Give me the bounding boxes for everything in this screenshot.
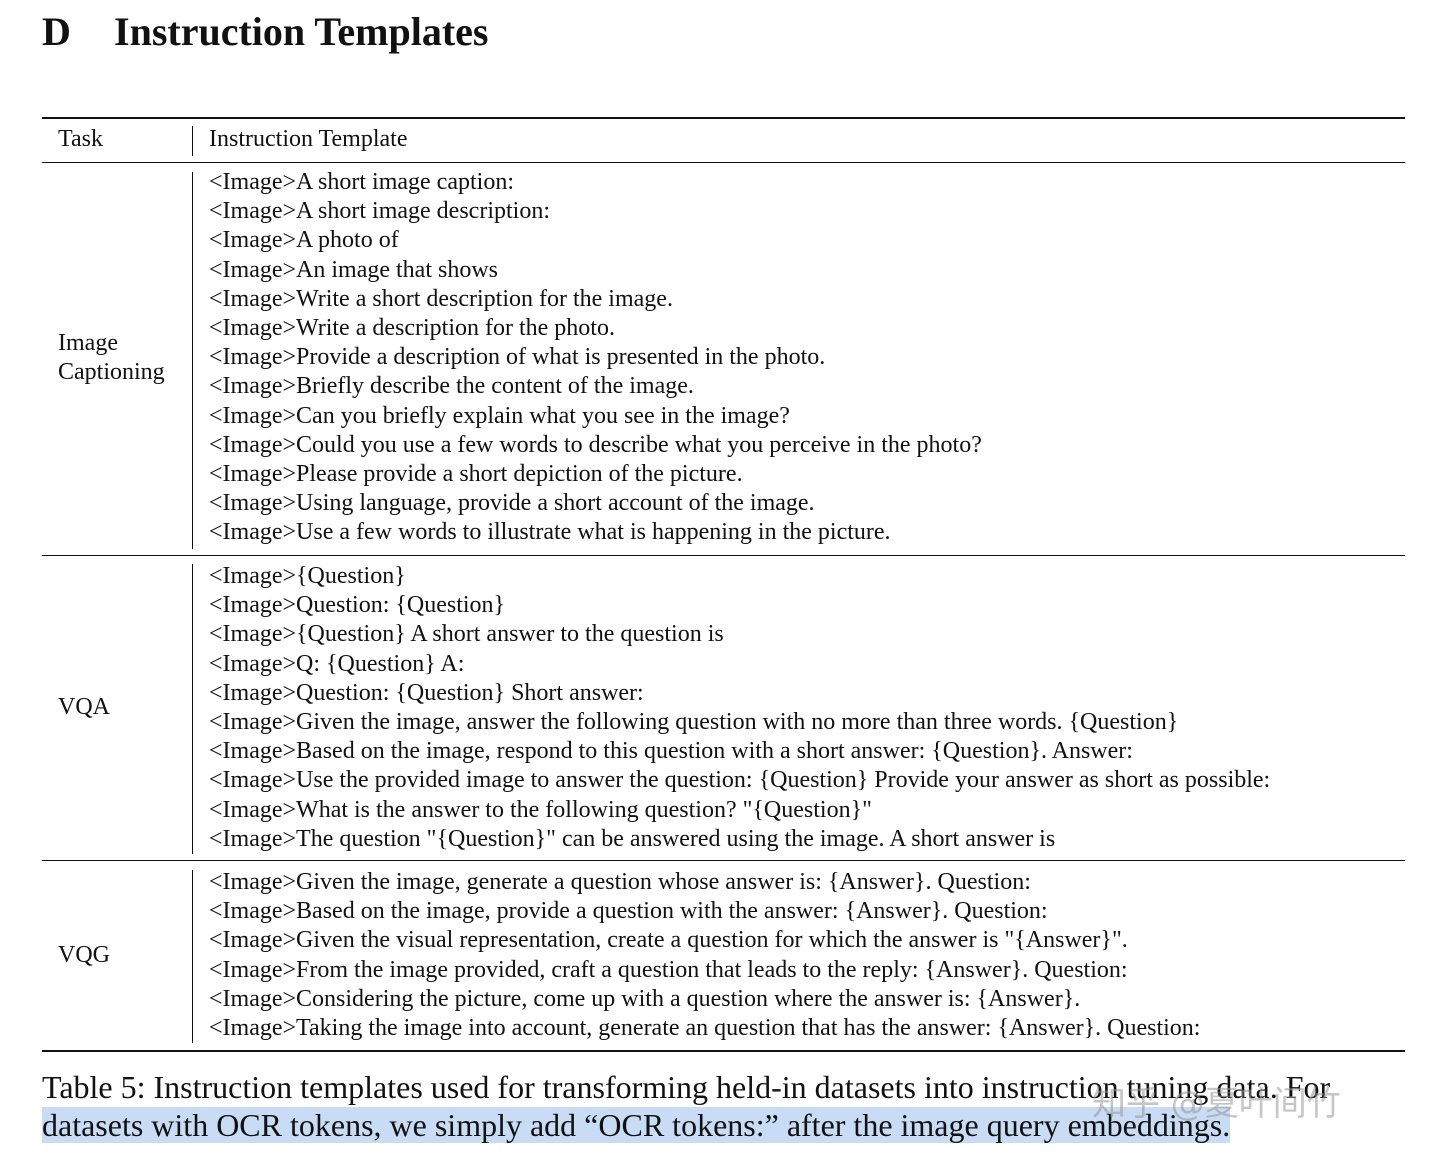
task-label-image-captioning: Image Captioning — [58, 329, 165, 387]
task-label-line: Captioning — [58, 359, 165, 386]
template-row: <Image>A short image description: — [209, 198, 550, 225]
column-separator — [192, 172, 193, 549]
template-row: <Image>Can you briefly explain what you … — [209, 402, 790, 429]
template-row: <Image>{Question} A short answer to the … — [209, 621, 724, 648]
template-row: <Image>Taking the image into account, ge… — [209, 1014, 1201, 1041]
template-row: <Image>An image that shows — [209, 256, 499, 283]
table-caption: Table 5: Instruction templates used for … — [42, 1068, 1405, 1144]
template-row: <Image>Could you use a few words to desc… — [209, 431, 982, 458]
template-row: <Image>Use the provided image to answer … — [209, 767, 1271, 794]
table-bottom-rule — [42, 1050, 1405, 1052]
caption-line: Table 5: Instruction templates used for … — [42, 1069, 1331, 1105]
template-row: <Image>Write a description for the photo… — [209, 314, 615, 341]
template-row: <Image>Briefly describe the content of t… — [209, 373, 694, 400]
header-task: Task — [58, 126, 103, 152]
template-row: <Image>Given the visual representation, … — [209, 927, 1128, 954]
header-rule — [42, 162, 1405, 163]
task-label-line: Image — [58, 330, 118, 356]
section-title: Instruction Templates — [114, 9, 489, 54]
template-row: <Image>{Question} — [209, 563, 406, 589]
column-separator — [192, 564, 193, 854]
template-list-vqa: <Image>{Question} <Image>Question: {Ques… — [209, 562, 1270, 854]
caption-line-highlighted[interactable]: datasets with OCR tokens, we simply add … — [42, 1107, 1231, 1143]
task-label-vqa: VQA — [58, 694, 110, 720]
group-divider — [42, 860, 1405, 861]
template-row: <Image>Considering the picture, come up … — [209, 985, 1081, 1012]
template-row: <Image>Using language, provide a short a… — [209, 490, 815, 517]
template-row: <Image>Write a short description for the… — [209, 285, 673, 312]
template-row: <Image>Q: {Question} A: — [209, 650, 465, 677]
column-separator — [192, 126, 193, 156]
template-row: <Image>Given the image, answer the follo… — [209, 708, 1179, 735]
template-row: <Image>The question "{Question}" can be … — [209, 825, 1056, 852]
group-divider — [42, 555, 1405, 556]
section-heading: D Instruction Templates — [42, 8, 489, 56]
template-row: <Image>Provide a description of what is … — [209, 344, 826, 371]
template-row: <Image>Given the image, generate a quest… — [209, 869, 1031, 895]
task-label-vqg: VQG — [58, 942, 110, 968]
template-list-captioning: <Image>A short image caption: <Image>A s… — [209, 168, 982, 547]
template-row: <Image>Please provide a short depiction … — [209, 460, 743, 487]
template-list-vqg: <Image>Given the image, generate a quest… — [209, 868, 1200, 1043]
template-row: <Image>Based on the image, respond to th… — [209, 738, 1133, 765]
template-row: <Image>A short image caption: — [209, 169, 514, 195]
column-separator — [192, 870, 193, 1043]
template-row: <Image>What is the answer to the followi… — [209, 796, 872, 823]
template-row: <Image>From the image provided, craft a … — [209, 956, 1128, 983]
template-row: <Image>A photo of — [209, 227, 399, 254]
template-row: <Image>Question: {Question} Short answer… — [209, 679, 644, 706]
section-number: D — [42, 9, 71, 54]
header-template: Instruction Template — [209, 126, 408, 152]
template-row: <Image>Question: {Question} — [209, 592, 506, 619]
table-top-rule — [42, 117, 1405, 119]
watermark: 知乎 @夏叶间竹 — [1092, 1084, 1341, 1124]
template-row: <Image>Use a few words to illustrate wha… — [209, 519, 891, 546]
template-row: <Image>Based on the image, provide a que… — [209, 898, 1048, 925]
